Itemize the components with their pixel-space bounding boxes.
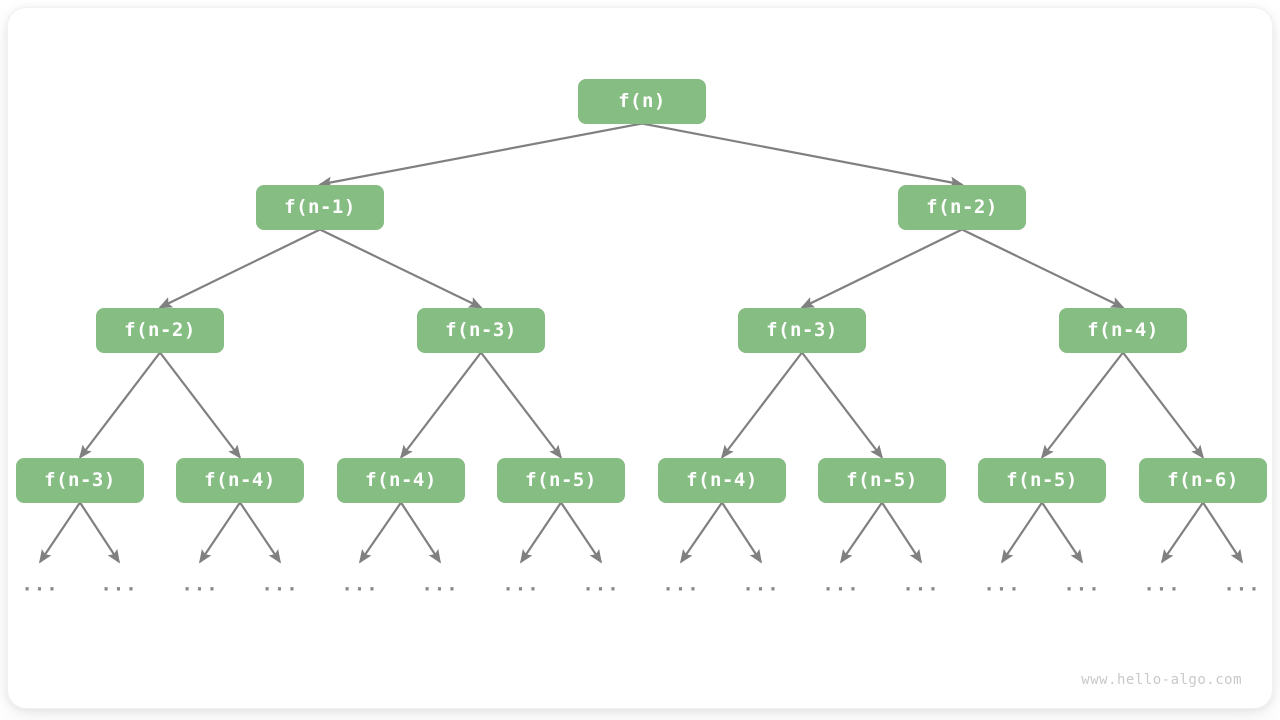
ellipsis-marker: ... (100, 573, 138, 596)
tree-edges (78, 122, 1205, 459)
ellipsis-marker: ... (502, 573, 540, 596)
leaf-stub-edge (400, 501, 441, 564)
ellipsis-marker: ... (341, 573, 379, 596)
tree-edge (318, 122, 643, 188)
leaf-stub-edge (199, 501, 241, 564)
ellipsis-marker: ... (662, 573, 700, 596)
ellipsis-marker: ... (1223, 573, 1261, 596)
tree-node: f(n-6) (1139, 457, 1267, 503)
tree-edge (641, 122, 964, 188)
tree-node: f(n-4) (176, 457, 304, 503)
leaf-stub-edge (721, 501, 762, 564)
leaf-stub-edge (881, 501, 922, 564)
leaf-stub-edge (840, 501, 883, 564)
tree-node: f(n) (578, 78, 706, 124)
tree-node: f(n-5) (978, 457, 1106, 503)
tree-edge (1040, 351, 1124, 459)
tree-edge (720, 351, 803, 459)
tree-node: f(n-5) (818, 457, 946, 503)
leaf-stub-edge (1001, 501, 1043, 564)
ellipsis-marker: ... (582, 573, 620, 596)
ellipsis-marker: ... (902, 573, 940, 596)
tree-edge (1122, 351, 1205, 459)
tree-edge (78, 351, 161, 459)
leaf-stub-edge (680, 501, 723, 564)
ellipsis-marker: ... (421, 573, 459, 596)
ellipsis-marker: ... (822, 573, 860, 596)
tree-node: f(n-4) (658, 457, 786, 503)
leaf-stub-edge (239, 501, 281, 564)
tree-node: f(n-1) (256, 184, 384, 230)
ellipsis-marker: ... (742, 573, 780, 596)
tree-node: f(n-5) (497, 457, 625, 503)
tree-edge (961, 228, 1125, 309)
ellipsis-marker: ... (261, 573, 299, 596)
tree-node: f(n-3) (738, 307, 866, 353)
tree-node: f(n-2) (96, 307, 224, 353)
leaf-stub-edge (79, 501, 120, 564)
ellipsis-marker: ... (983, 573, 1021, 596)
tree-edge (399, 351, 482, 459)
tree-edge (800, 228, 963, 309)
tree-node: f(n-4) (1059, 307, 1187, 353)
ellipsis-marker: ... (181, 573, 219, 596)
ellipsis-marker: ... (1063, 573, 1101, 596)
ellipsis-marker: ... (21, 573, 59, 596)
leaf-stub-edge (1041, 501, 1083, 564)
leaf-stub-edge (39, 501, 81, 564)
tree-edge (319, 228, 483, 309)
tree-edge (158, 228, 321, 309)
tree-node: f(n-3) (16, 457, 144, 503)
leaf-stub-edge (1202, 501, 1243, 564)
tree-edge (801, 351, 884, 459)
tree-node: f(n-4) (337, 457, 465, 503)
tree-edge (159, 351, 242, 459)
tree-node: f(n-2) (898, 184, 1026, 230)
leaf-stub-edge (359, 501, 402, 564)
ellipsis-marker: ... (1143, 573, 1181, 596)
watermark-label: www.hello-algo.com (1081, 672, 1242, 688)
tree-edge (480, 351, 563, 459)
leaf-stub-edge (560, 501, 602, 564)
leaf-stub-edges (39, 501, 1243, 564)
leaf-stub-edge (1161, 501, 1204, 564)
leaf-stub-edge (520, 501, 562, 564)
tree-node: f(n-3) (417, 307, 545, 353)
